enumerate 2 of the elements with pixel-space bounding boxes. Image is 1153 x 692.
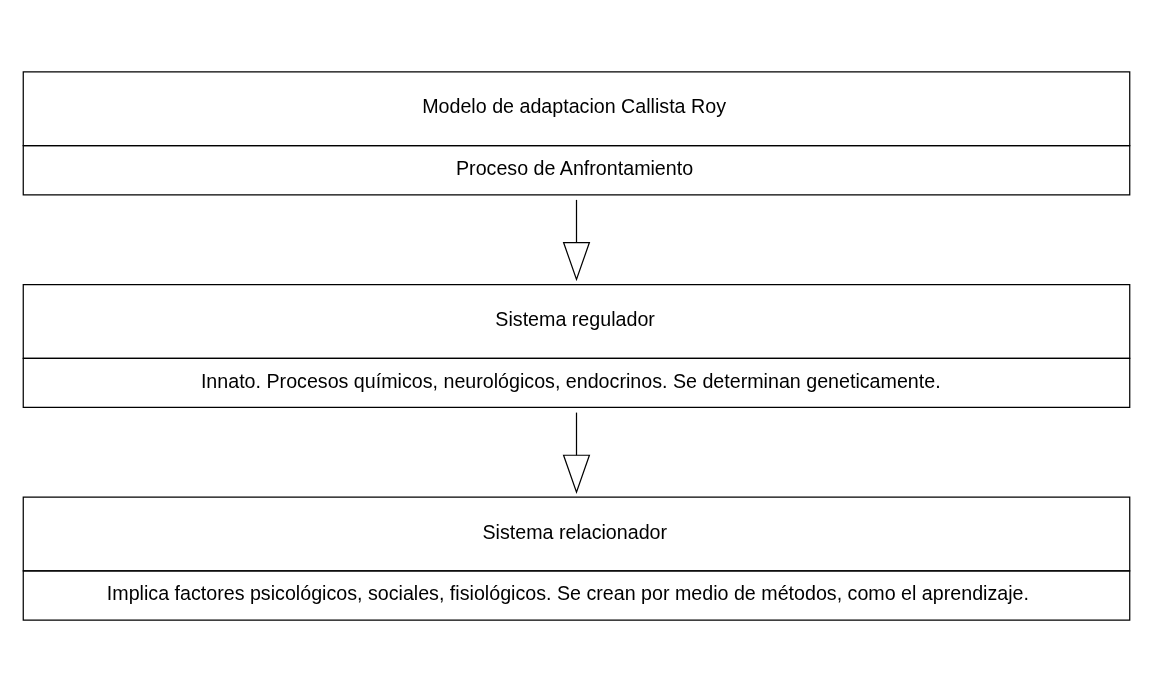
arrow bbox=[562, 199, 591, 282]
arrow bbox=[562, 412, 591, 494]
